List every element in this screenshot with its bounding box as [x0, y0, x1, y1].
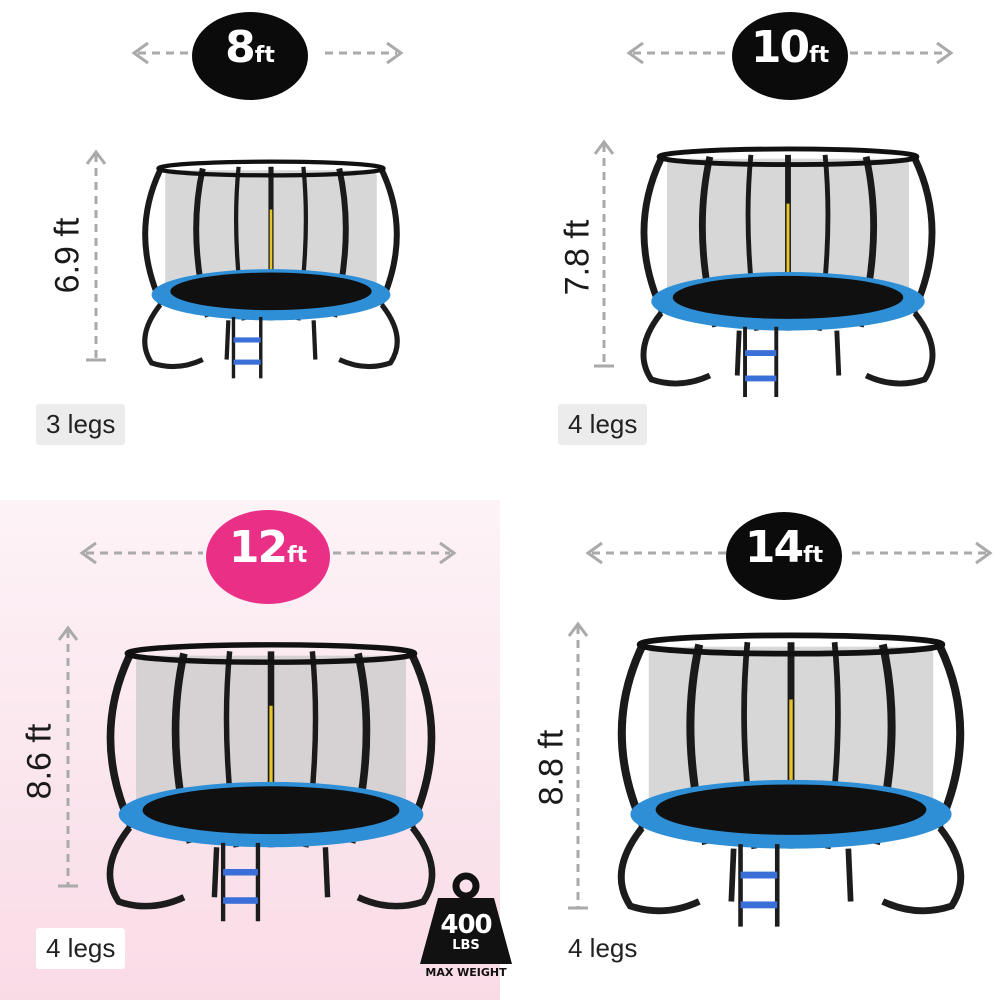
size-unit: ft [803, 543, 824, 568]
size-number: 10 [750, 22, 810, 73]
height-label: 6.9 ft [48, 217, 87, 294]
max-weight-unit: LBS [452, 938, 480, 953]
size-number: 8 [225, 22, 256, 73]
width-arrow [585, 541, 993, 565]
max-weight-badge: 400 LBS MAX WEIGHT [416, 872, 516, 984]
legs-badge: 4 legs [558, 928, 648, 969]
trampoline-image [86, 618, 456, 948]
max-weight-value: 400 [440, 910, 492, 940]
width-arrow [79, 541, 457, 565]
size-number: 12 [228, 522, 288, 573]
max-weight-caption: MAX WEIGHT [425, 966, 507, 979]
height-label: 7.8 ft [558, 219, 597, 296]
trampoline-image [622, 128, 954, 418]
trampoline-image [126, 140, 416, 400]
height-arrow [85, 149, 107, 362]
height-arrow [567, 621, 589, 910]
size-unit: ft [287, 543, 308, 568]
legs-badge: 3 legs [36, 404, 126, 445]
width-arrow [626, 41, 954, 65]
size-unit: ft [254, 43, 275, 68]
trampoline-image [596, 616, 986, 946]
height-arrow [57, 625, 79, 888]
height-arrow [593, 139, 615, 368]
legs-badge: 4 legs [36, 928, 126, 969]
height-label: 8.6 ft [20, 723, 59, 800]
legs-badge: 4 legs [558, 404, 648, 445]
height-label: 8.8 ft [532, 729, 571, 806]
size-unit: ft [809, 43, 830, 68]
weight-icon [420, 872, 512, 964]
size-number: 14 [744, 522, 804, 573]
